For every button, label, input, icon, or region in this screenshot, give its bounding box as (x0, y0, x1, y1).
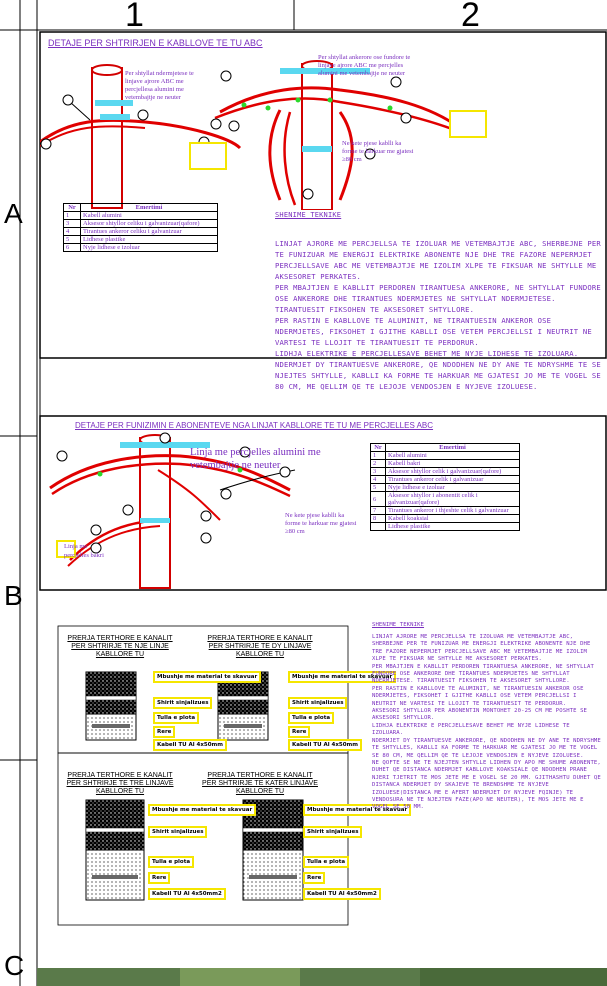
panel-a-notes-heading: Shenime Teknike (275, 211, 342, 219)
note-paragraph: Lidhja elektrike e percjellesave behet m… (275, 349, 579, 358)
note-paragraph: Linjat ajrore me percjellsa te izoluar m… (275, 239, 601, 281)
legend-header-name: Emertimi (80, 203, 218, 212)
column-number-1: 1 (125, 0, 144, 34)
panel-b-label-top: Linja me percjelles alumini me vetembajt… (190, 447, 321, 471)
legend-name: Aksesor shtyllor i abonentit celik i gal… (385, 491, 520, 507)
panel-a-title: DETAJE PER SHTRIRJEN E KABLLOVE TE TU AB… (48, 38, 263, 48)
legend-name: Aksesor shtyllor celik i galvanizuar(qaf… (385, 467, 520, 476)
trench-2-brick-label: Tulla e plota (288, 712, 335, 724)
legend-name: Lidhese plastike (385, 522, 520, 531)
trench-title-2: PRERJA TERTHORE E KANALIT PER SHTRIRJE T… (207, 635, 313, 658)
row-letter-a: A (4, 198, 23, 229)
note-paragraph: Ndermjet dy tirantuesve ankerore, qe ndo… (372, 737, 601, 759)
trench-4-cable-label: Kabell TU Al 4x50mm2 (303, 888, 381, 900)
trench-2-tape-label: Shirit sinjalizues (288, 697, 348, 709)
legend-name: Kabell alumini (80, 211, 218, 220)
trench-4 (242, 799, 304, 901)
trench-4-brick-label: Tulla e plota (303, 856, 350, 868)
panel-a-pole-diagram (40, 60, 461, 210)
annotation-box (189, 142, 227, 170)
legend-header-nr: Nr (63, 203, 81, 212)
legend-name: Lidhese plastike (80, 235, 218, 244)
panel-b-pole-diagram (49, 432, 296, 589)
trench-4-tape-label: Shirit sinjalizues (303, 826, 363, 838)
note-paragraph: Per rastin e kabllove te aluminit, ne ti… (372, 685, 584, 707)
trench-3-cable-label: Kabell TU Al 4x50mm2 (148, 888, 226, 900)
trench-1-sand-label: Rere (153, 726, 176, 738)
panel-b-label-left: Linja me percjelles bakri (64, 543, 104, 559)
panel-a-label-left: Per shtyllat ndermjetese te linjave ajro… (125, 70, 194, 101)
column-number-2: 2 (461, 0, 480, 34)
panel-b-label-bottom: Ne kete pjese kablli ka forme te harkuar… (285, 512, 357, 535)
trench-4-fill-label: Mbushje me material te skavuar (303, 804, 412, 816)
legend-name: Nyje lidhese e izoluar (385, 483, 520, 492)
trench-1-brick-label: Tulla e plota (153, 712, 200, 724)
trench-4-sand-label: Rere (303, 872, 326, 884)
legend-name: Kabell alumini (385, 451, 520, 460)
legend-nr: 6 (63, 243, 81, 252)
row-letter-b: B (4, 580, 23, 611)
panel-a-label-right: Per shtyllat ankerore ose fundore te lin… (318, 54, 411, 77)
annotation-box (449, 110, 487, 138)
legend-header-nr: Nr (370, 443, 386, 452)
note-paragraph: Ndermjet dy tirantuesve ankerore, qe ndo… (275, 360, 601, 391)
trench-title-4: PRERJA TERTHORE E KANALIT PER SHTRIRJE T… (202, 772, 318, 795)
trench-1 (85, 671, 137, 741)
panel-b-title: DETAJE PER FUNIZIMIN E ABONENTEVE NGA LI… (75, 421, 434, 430)
trench-sections (85, 671, 304, 901)
legend-name: Kabell koaksial (385, 514, 520, 523)
legend-name: Tirantues ankeror celiku i galvanizuar (80, 227, 218, 236)
trench-2 (217, 671, 269, 741)
legend-header-name: Emertimi (385, 443, 520, 452)
panel-c-notes: Linjat ajrore me percjellsa te izoluar m… (372, 634, 602, 812)
legend-name: Aksesor shtyllor celiku i galvanizuar(qa… (80, 219, 218, 228)
legend-name: Tirantues ankeror i thjeshte celik i gal… (385, 506, 520, 515)
legend-nr: 5 (63, 235, 81, 244)
trench-2-fill-label: Mbushje me material te skavuar (288, 671, 397, 683)
note-paragraph: Lidhja elektrike e percjellesave behet m… (372, 722, 570, 737)
trench-3 (85, 799, 145, 901)
note-paragraph: Aksesori shtyllor per abonentin montohet… (372, 708, 587, 722)
legend-nr: 7 (370, 506, 386, 515)
trench-2-cable-label: Kabell TU Al 4x50mm (288, 739, 363, 751)
note-paragraph: Linjat ajrore me percjellsa te izoluar m… (372, 634, 591, 663)
legend-nr: 4 (370, 475, 386, 484)
legend-nr: 1 (370, 451, 386, 460)
legend-name: Kabell bakri (385, 459, 520, 468)
trench-2-sand-label: Rere (288, 726, 311, 738)
trench-3-tape-label: Shirit sinjalizues (148, 826, 208, 838)
legend-nr: 4 (63, 227, 81, 236)
note-paragraph: Ne qofte se ne te njejten shtylle lidhen… (372, 759, 601, 811)
legend-nr: 3 (370, 467, 386, 476)
trench-1-tape-label: Shirit sinjalizues (153, 697, 213, 709)
legend-nr: 6 (370, 491, 386, 507)
panel-c-notes-heading: Shenime Teknike (372, 622, 425, 628)
trench-3-brick-label: Tulla e plota (148, 856, 195, 868)
note-paragraph: Per rastin e kabllove te aluminit, ne ti… (275, 316, 592, 347)
trench-1-cable-label: Kabell TU Al 4x50mm (153, 739, 228, 751)
legend-nr: 5 (370, 483, 386, 492)
legend-nr: 3 (63, 219, 81, 228)
trench-title-1: PRERJA TERTHORE E KANALIT PER SHTRIRJE T… (67, 635, 173, 658)
trench-title-3: PRERJA TERTHORE E KANALIT PER SHTRIRJE T… (66, 772, 174, 795)
legend-nr: 8 (370, 514, 386, 523)
legend-name: Nyje lidhese e izoluar (80, 243, 218, 252)
legend-name: Tirantues ankeror celik i galvanizuar (385, 475, 520, 484)
trench-3-sand-label: Rere (148, 872, 171, 884)
panel-a-label-bottom: Ne kete pjese kablli ka forme te harkuar… (342, 140, 414, 163)
annotation-box (56, 540, 76, 558)
trench-3-fill-label: Mbushje me material te skavuar (148, 804, 257, 816)
legend-nr (370, 522, 386, 531)
row-letter-c: C (4, 950, 25, 981)
legend-nr: 2 (370, 459, 386, 468)
legend-nr: 1 (63, 211, 81, 220)
panel-a-notes: Linjat ajrore me percjellsa te izoluar m… (275, 238, 601, 392)
trench-1-fill-label: Mbushje me material te skavuar (153, 671, 262, 683)
